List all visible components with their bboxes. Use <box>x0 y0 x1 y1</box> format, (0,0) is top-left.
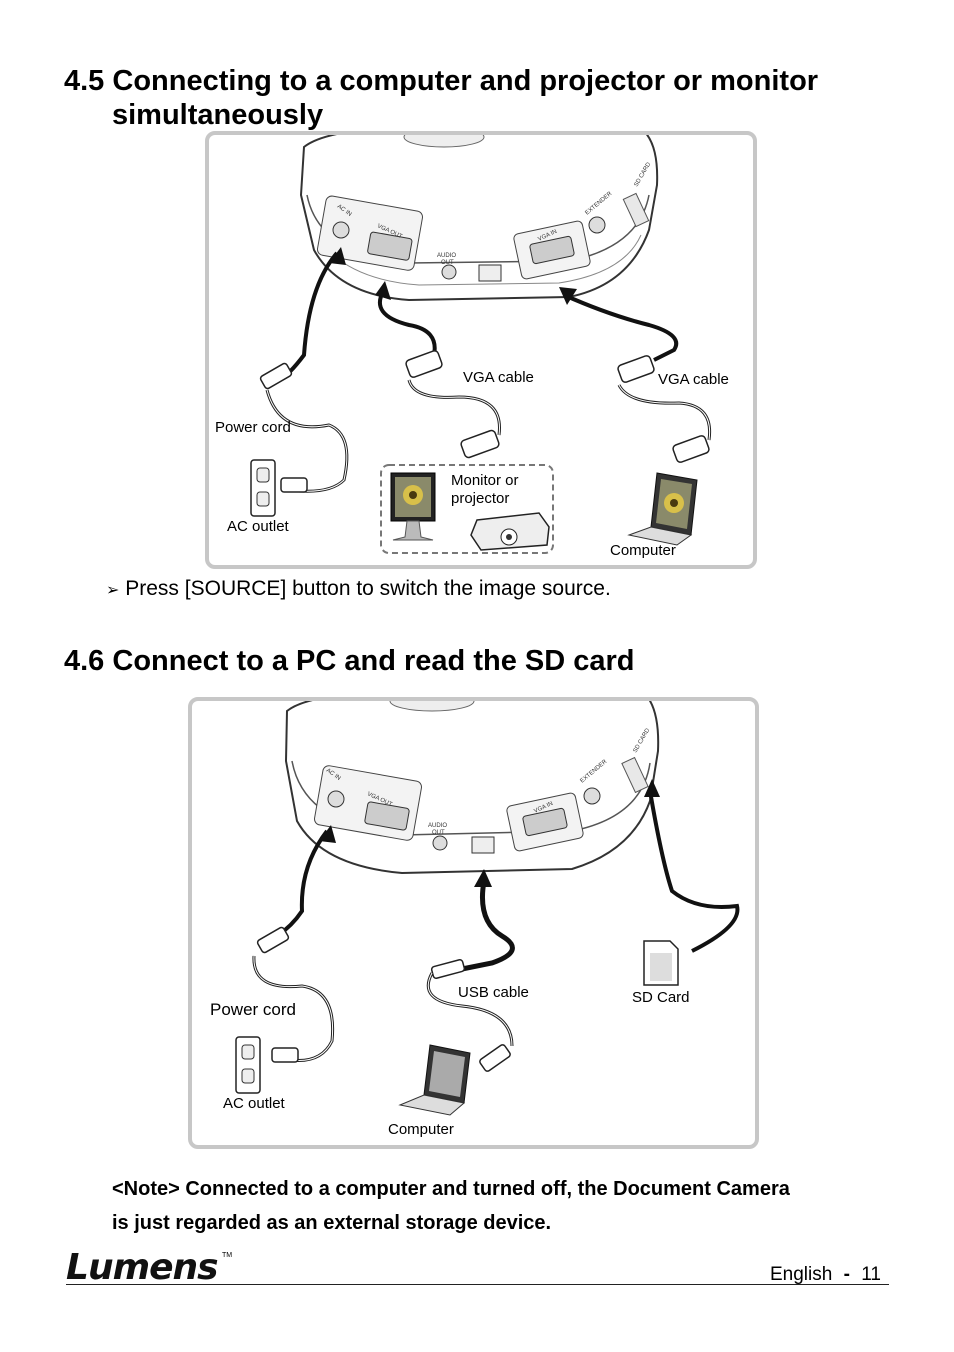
usb-cable-label: USB cable <box>458 984 529 1001</box>
monitor-icon <box>390 472 436 541</box>
footer-rule <box>66 1284 889 1285</box>
bullet-text: Press [SOURCE] button to switch the imag… <box>125 577 611 600</box>
page-number: 11 <box>861 1264 881 1285</box>
language-label: English <box>770 1264 833 1285</box>
computer-label: Computer <box>610 542 676 559</box>
footer-separator: - <box>843 1264 850 1285</box>
ac-outlet-label: AC outlet <box>223 1095 285 1112</box>
section-title: Connecting to a computer and projector o… <box>112 65 819 97</box>
computer-label: Computer <box>388 1121 454 1138</box>
ac-outlet-label: AC outlet <box>227 518 289 535</box>
svg-text:OUT: OUT <box>441 260 454 266</box>
svg-text:OUT: OUT <box>432 830 445 836</box>
lumens-logo: Lumens TM <box>66 1248 232 1288</box>
sd-card-arrow <box>644 779 740 953</box>
note-line-2: is just regarded as an external storage … <box>112 1212 552 1234</box>
power-cord-label: Power cord <box>210 1000 296 1019</box>
power-cord-cable <box>252 825 336 1063</box>
section-4-6-heading: 4.6 Connect to a PC and read the SD card <box>64 644 635 678</box>
diagram-illustration: AC IN VGA OUT AUDIO OUT VGA IN EXTENDER … <box>235 701 740 1116</box>
ac-outlet-icon <box>250 459 276 517</box>
svg-text:AUDIO: AUDIO <box>428 823 447 829</box>
note-line-1: <Note> Connected to a computer and turne… <box>112 1178 790 1200</box>
usb-cable <box>426 869 515 1072</box>
section-number: 4.6 <box>64 645 105 677</box>
page-footer: English - 11 <box>770 1264 881 1286</box>
projector-icon <box>470 512 550 551</box>
vga-cable-label-2: VGA cable <box>658 371 729 388</box>
laptop-icon <box>398 1044 471 1116</box>
power-cord-label: Power cord <box>215 419 291 436</box>
monitor-label: Monitor or <box>451 472 519 489</box>
vga-cable-computer <box>559 287 712 463</box>
sd-card-label: SD Card <box>632 989 690 1006</box>
section-number: 4.5 <box>64 65 105 97</box>
trademark-mark: TM <box>222 1252 233 1259</box>
vga-cable-label-1: VGA cable <box>463 369 534 386</box>
connection-diagram-computer-projector: AC IN VGA OUT AUDIO OUT VGA IN EXTENDER … <box>205 131 757 569</box>
section-4-5-heading-line2: simultaneously <box>112 99 324 131</box>
connection-diagram-pc-sd-card: AC IN VGA OUT AUDIO OUT VGA IN EXTENDER … <box>188 697 759 1149</box>
sd-card-icon <box>643 940 679 986</box>
laptop-icon <box>627 472 698 546</box>
power-cord-cable <box>259 247 349 493</box>
projector-label: projector <box>451 490 510 507</box>
section-4-5-heading: 4.5 Connecting to a computer and project… <box>64 64 818 98</box>
logo-text: Lumens <box>66 1247 219 1288</box>
vga-cable-monitor <box>375 281 501 459</box>
svg-text:AUDIO: AUDIO <box>437 253 456 259</box>
bullet-arrow-icon: ➢ <box>106 580 120 599</box>
ac-outlet-icon <box>235 1036 261 1094</box>
source-button-instruction: ➢ Press [SOURCE] button to switch the im… <box>106 576 611 603</box>
section-title: Connect to a PC and read the SD card <box>112 645 635 677</box>
diagram-illustration: AC IN VGA OUT AUDIO OUT VGA IN EXTENDER … <box>250 135 712 554</box>
document-camera-icon: AC IN VGA OUT AUDIO OUT VGA IN EXTENDER … <box>284 701 660 875</box>
document-camera-icon: AC IN VGA OUT AUDIO OUT VGA IN EXTENDER … <box>299 135 659 302</box>
monitor-projector-group <box>380 464 554 554</box>
